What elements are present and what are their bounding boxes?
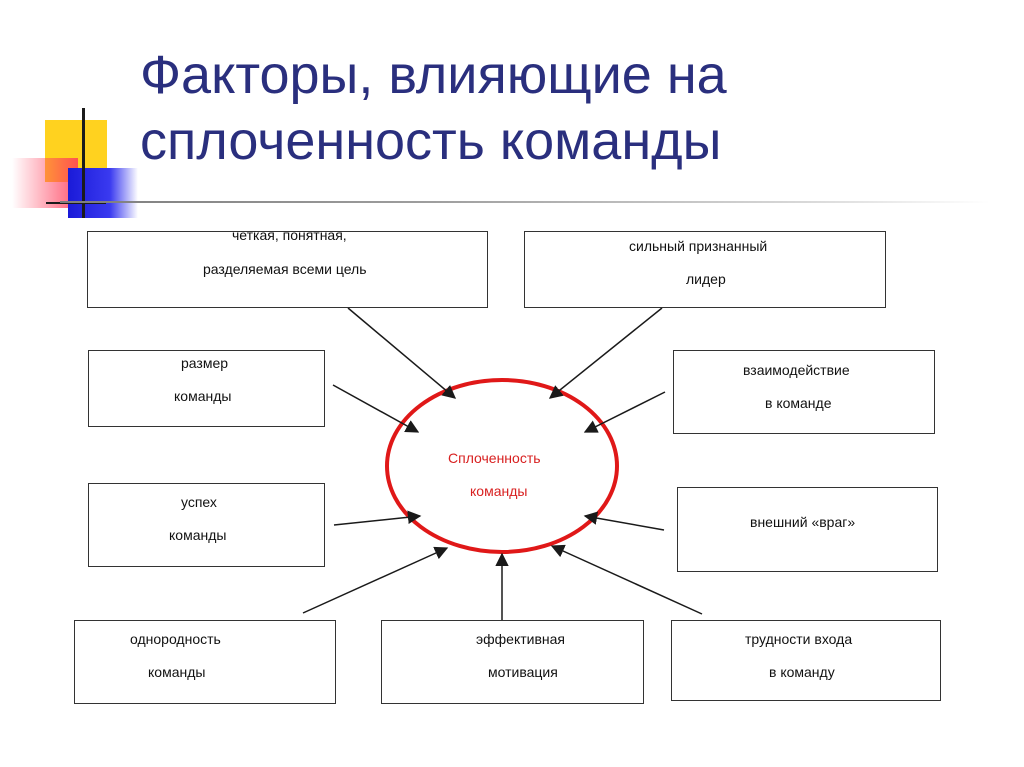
decor-red-gradient — [12, 158, 78, 208]
arrow-size — [332, 384, 420, 433]
factor-goal-line-1: четкая, понятная, — [232, 227, 347, 243]
factor-motivation-line-1: эффективная — [476, 631, 566, 647]
arrow-goal — [347, 307, 457, 399]
factor-interaction-line-2: в команде — [765, 395, 832, 411]
arrow-interaction — [583, 391, 666, 433]
factor-box-motivation: эффективная мотивация — [381, 620, 644, 704]
slide-title-line-2: сплоченность команды — [140, 111, 722, 171]
decor-vertical-line — [82, 108, 85, 218]
decor-horizontal-line — [46, 202, 106, 204]
factor-box-enemy: внешний «враг» — [677, 487, 938, 572]
factor-size-line-1: размер — [181, 355, 229, 371]
slide-title: Факторы, влияющие на сплоченность команд… — [140, 42, 1000, 174]
factor-box-interaction: взаимодействие в команде — [673, 350, 935, 434]
cohesion-ellipse — [385, 378, 619, 554]
arrow-homogeneity — [302, 546, 449, 614]
arrow-entry — [550, 544, 703, 615]
factor-motivation-line-2: мотивация — [488, 664, 558, 680]
factor-entry-line-1: трудности входа — [745, 631, 853, 647]
factor-entry-line-2: в команду — [769, 664, 835, 680]
factor-success-line-2: команды — [169, 527, 227, 543]
center-label-line-2: команды — [470, 483, 528, 499]
factor-size-line-2: команды — [174, 388, 232, 404]
factor-interaction-line-1: взаимодействие — [743, 362, 850, 378]
factor-success-line-1: успех — [181, 494, 217, 510]
arrow-leader — [548, 307, 663, 399]
factor-enemy-line-1: внешний «враг» — [750, 514, 856, 530]
decor-blue-gradient — [68, 168, 138, 218]
factor-goal-line-2: разделяемая всеми цель — [203, 261, 367, 277]
factor-leader-line-2: лидер — [686, 271, 726, 287]
factor-homogeneity-line-1: однородность — [130, 631, 221, 647]
factor-homogeneity-line-2: команды — [148, 664, 206, 680]
title-underline — [60, 201, 990, 203]
center-label-line-1: Сплоченность — [448, 450, 541, 466]
factor-box-goal: четкая, понятная, разделяемая всеми цель — [87, 227, 488, 308]
arrow-success — [333, 510, 422, 526]
factor-box-leader: сильный признанный лидер — [524, 231, 886, 308]
factor-box-entry: трудности входа в команду — [671, 620, 941, 701]
factor-box-size: размер команды — [88, 350, 325, 427]
factor-leader-line-1: сильный признанный — [629, 238, 768, 254]
factor-box-success: успех команды — [88, 483, 325, 567]
arrow-enemy — [583, 511, 665, 531]
factor-box-homogeneity: однородность команды — [74, 620, 336, 704]
slide-title-line-1: Факторы, влияющие на — [140, 45, 727, 105]
